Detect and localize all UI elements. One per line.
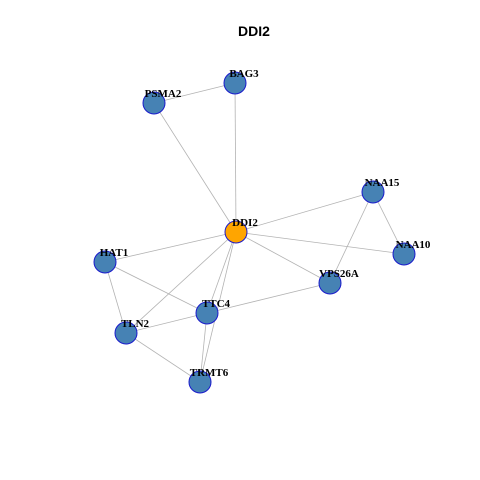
edge-psma2-bag3 — [153, 82, 236, 104]
node-naa15[interactable]: NAA15 — [361, 177, 400, 204]
node-vps26a[interactable]: VPS26A — [318, 268, 359, 295]
node-circle[interactable] — [318, 271, 342, 295]
edge-ddi2-naa15 — [235, 191, 374, 233]
edge-ttc4-trmt6 — [199, 312, 208, 383]
graph-title: DDI2 — [238, 23, 270, 39]
edge-ttc4-vps26a — [206, 282, 331, 314]
edge-tln2-trmt6 — [125, 332, 201, 383]
node-circle[interactable] — [142, 91, 166, 115]
edge-ddi2-ttc4 — [206, 231, 237, 314]
node-label: TTC4 — [202, 298, 231, 310]
node-circle[interactable] — [114, 321, 138, 345]
node-label: PSMA2 — [145, 88, 182, 100]
node-label: BAG3 — [229, 68, 259, 80]
node-label: DDI2 — [232, 217, 258, 229]
node-ddi2[interactable]: DDI2 — [224, 217, 258, 244]
edge-ddi2-tln2 — [125, 231, 237, 334]
node-label: VPS26A — [319, 268, 359, 280]
node-circle[interactable] — [224, 220, 248, 244]
node-trmt6[interactable]: TRMT6 — [188, 367, 229, 394]
edge-psma2-ddi2 — [153, 102, 237, 233]
node-naa10[interactable]: NAA10 — [392, 239, 431, 266]
edge-ddi2-trmt6 — [199, 231, 237, 383]
edge-hat1-ttc4 — [104, 261, 208, 314]
node-label: NAA15 — [365, 177, 400, 189]
node-ttc4[interactable]: TTC4 — [195, 298, 231, 325]
edge-hat1-tln2 — [104, 261, 127, 334]
edge-ddi2-hat1 — [104, 231, 237, 263]
node-circle[interactable] — [93, 250, 117, 274]
node-label: TRMT6 — [190, 367, 229, 379]
node-label: TLN2 — [121, 318, 150, 330]
edge-ddi2-vps26a — [235, 231, 331, 284]
node-circle[interactable] — [223, 71, 247, 95]
node-hat1[interactable]: HAT1 — [93, 247, 129, 274]
node-label: HAT1 — [100, 247, 129, 259]
edge-naa15-naa10 — [372, 191, 405, 255]
edge-bag3-ddi2 — [234, 82, 237, 233]
edge-layer — [104, 82, 405, 383]
node-circle[interactable] — [392, 242, 416, 266]
node-bag3[interactable]: BAG3 — [223, 68, 259, 95]
node-circle[interactable] — [361, 180, 385, 204]
node-circle[interactable] — [195, 301, 219, 325]
edge-ddi2-naa10 — [235, 231, 405, 255]
node-label: NAA10 — [396, 239, 431, 251]
edge-naa15-vps26a — [329, 191, 374, 284]
node-psma2[interactable]: PSMA2 — [142, 88, 182, 115]
edge-ttc4-tln2 — [125, 312, 208, 334]
node-tln2[interactable]: TLN2 — [114, 318, 150, 345]
node-circle[interactable] — [188, 370, 212, 394]
